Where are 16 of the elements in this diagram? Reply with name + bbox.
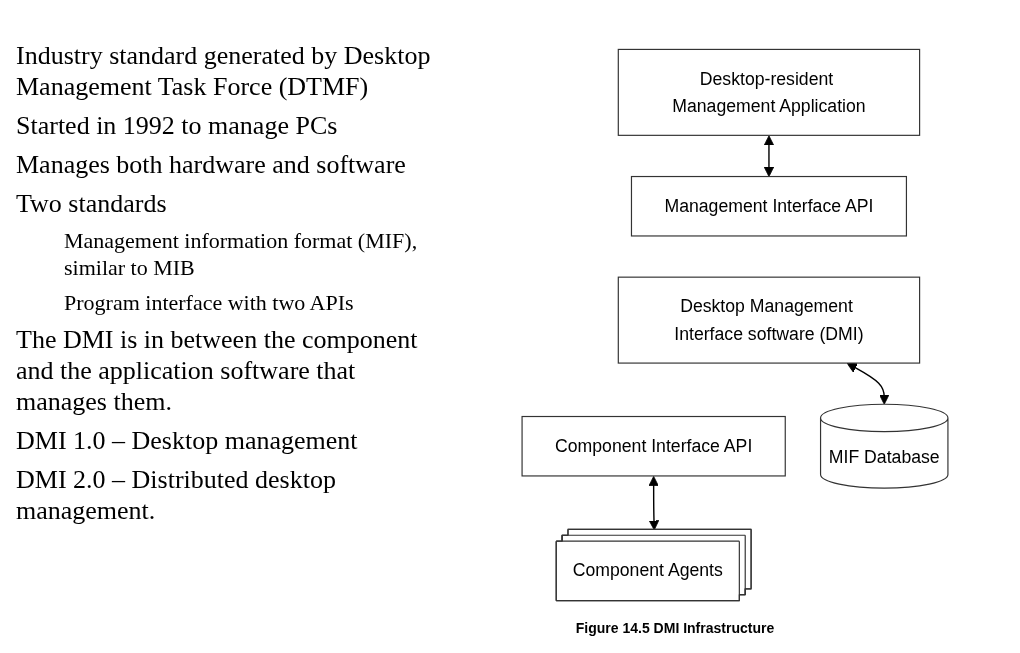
node-box: Desktop-resident Management Application xyxy=(617,48,921,136)
arrow xyxy=(846,362,890,405)
bullet-text: DMI 1.0 – Desktop management xyxy=(16,425,359,456)
sub-bullet-text: Management information format (MIF), similar to MIB xyxy=(64,227,419,281)
sub-bullet-text: Program interface with two APIs xyxy=(64,289,355,316)
bullet-text: Industry standard generated by Desktop Management Task Force (DTMF) xyxy=(16,40,432,102)
node-box: Management Interface API xyxy=(630,175,907,237)
figure-caption: Figure 14.5 DMI Infrastructure xyxy=(574,620,776,636)
node-box: Desktop Management Interface software (DMI) xyxy=(617,276,921,364)
bullet-text: Two standards xyxy=(16,188,168,219)
node-box: Component Interface API xyxy=(521,415,786,477)
arrow xyxy=(763,135,775,177)
bullet-text: Started in 1992 to manage PCs xyxy=(16,110,339,141)
bullet-text: The DMI is in between the component and the application software that manages them. xyxy=(16,324,419,417)
bullet-text: DMI 2.0 – Distributed desktop management. xyxy=(16,464,337,526)
bullet-text: Manages both hardware and software xyxy=(16,149,407,180)
